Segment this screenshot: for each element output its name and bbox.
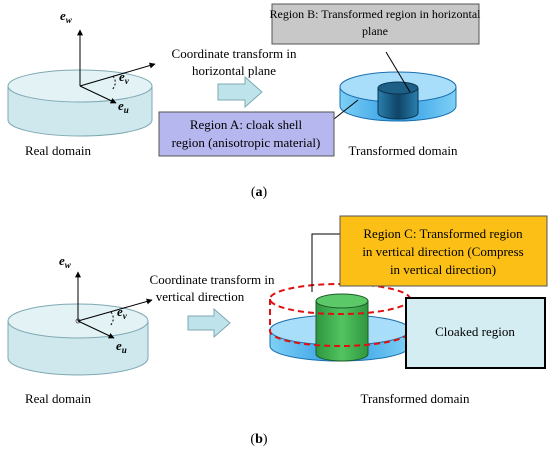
region-a-pointer [333,99,359,120]
region-a-box: Region A: cloak shell region (anisotropi… [158,111,335,157]
real-domain-label-b: Real domain [25,391,92,406]
region-c-pointer [311,233,340,292]
svg-text:ev: ev [117,304,128,321]
svg-text:Region A: cloak shell: Region A: cloak shell [190,117,303,132]
transform-label-b-line1: Coordinate transform in [150,272,275,287]
svg-text:eu: eu [116,338,127,355]
svg-text:Cloaked region: Cloaked region [435,324,515,339]
svg-text:Region B: Transformed region i: Region B: Transformed region in horizont… [270,7,482,21]
svg-text:region (anisotropic material): region (anisotropic material) [172,135,321,150]
svg-text:plane: plane [362,24,388,38]
svg-text:in vertical direction (Compres: in vertical direction (Compress [362,244,523,259]
svg-text:eu: eu [118,98,129,115]
real-domain-label-a: Real domain [25,143,92,158]
transformed-domain-disk-b [269,283,411,362]
transformed-domain-label-a: Transformed domain [349,143,458,158]
transform-label-a-line1: Coordinate transform in [172,46,297,61]
axis-label-u-a: eu [118,98,129,115]
transformed-domain-label-b: Transformed domain [361,391,470,406]
axis-label-v-a: ev [119,69,130,86]
region-b-box: Region B: Transformed region in horizont… [270,3,482,45]
axis-label-v-b: ev [117,304,128,321]
caption-a: (a) [251,185,268,200]
panel-a: ew ev eu Coordinate transform in horizon… [7,3,482,200]
real-domain-disk-b [7,303,149,376]
axis-label-u-b: eu [116,338,127,355]
region-c-box: Region C: Transformed region in vertical… [339,215,548,287]
panel-b: ew ev eu Coordinate transform in vertica… [7,215,548,447]
svg-text:in vertical direction): in vertical direction) [390,262,496,277]
svg-text:ew: ew [59,253,72,270]
inner-cylinder-a [377,88,419,120]
axes-a [77,29,156,104]
transform-arrow-a [217,75,263,109]
svg-text:ew: ew [60,8,73,25]
transform-label-a-line2: horizontal plane [192,63,276,78]
axes-b [75,271,153,339]
axis-label-w-b: ew [59,253,72,270]
cloaked-region-box: Cloaked region [405,297,546,369]
transform-arrow-b [187,307,231,339]
green-cylinder-b [315,301,369,362]
axis-label-w-a: ew [60,8,73,25]
caption-b: (b) [250,432,267,447]
transformed-domain-disk-a [339,71,457,122]
region-b-pointer [385,51,411,93]
svg-text:Region C: Transformed region: Region C: Transformed region [363,226,523,241]
transform-label-b-line2: vertical direction [156,289,245,304]
svg-text:ev: ev [119,69,130,86]
